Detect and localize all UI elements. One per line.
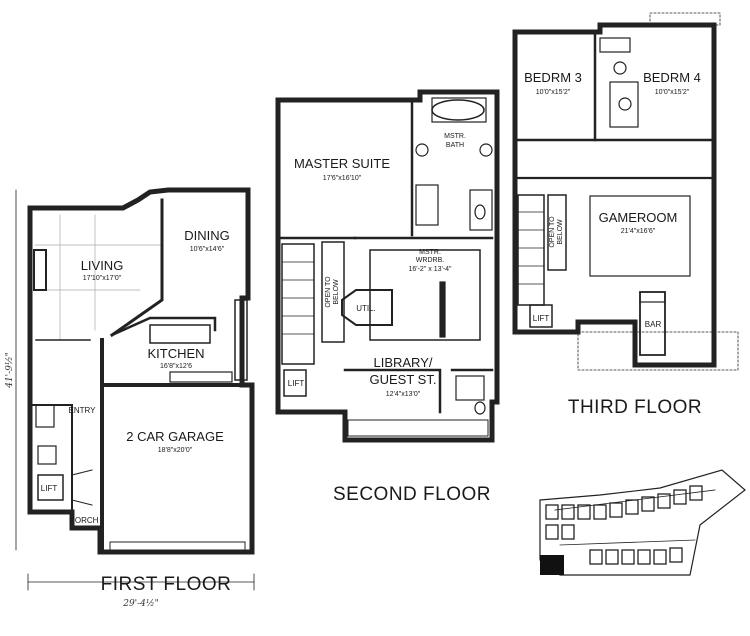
mstr-wrdrb-label-2: WRDRB. [416, 257, 444, 264]
third-floor-plan [512, 12, 739, 371]
library-label-1: LIBRARY/ [373, 355, 432, 370]
living-label: LIVING [81, 258, 124, 273]
third-floor-title: THIRD FLOOR [568, 397, 702, 418]
bedrm4-dimensions: 10'0"x15'2" [655, 89, 690, 96]
gameroom-label: GAMEROOM [599, 210, 678, 225]
garage-dimensions: 18'8"x20'0" [158, 447, 193, 454]
dining-label: DINING [184, 228, 230, 243]
open-to-below-2-line1: OPEN TO [325, 276, 332, 308]
bar-label: BAR [645, 320, 662, 329]
porch-label: PORCH [70, 516, 99, 525]
bedrm3-dimensions: 10'0"x15'2" [536, 89, 571, 96]
gameroom-dimensions: 21'4"x16'6" [621, 228, 656, 235]
mstr-bath-label-1: MSTR. [444, 133, 466, 140]
open-to-below-3-line2: BELOW [557, 219, 564, 245]
util-label: UTIL. [356, 304, 376, 313]
open-to-below-3-line1: OPEN TO [549, 216, 556, 248]
open-to-below-2-line2: BELOW [333, 279, 340, 305]
bedrm3-label: BEDRM 3 [524, 70, 582, 85]
mstr-wrdrb-label-1: MSTR. [419, 249, 441, 256]
kitchen-dimensions: 16'8"x12'6 [160, 363, 192, 370]
entry-label: ENTRY [69, 406, 97, 415]
library-label-2: GUEST ST. [370, 372, 437, 387]
master-suite-label: MASTER SUITE [294, 156, 390, 171]
garage-label: 2 CAR GARAGE [126, 429, 224, 444]
dining-dimensions: 10'6"x14'6" [190, 246, 225, 253]
lift-label-second: LIFT [288, 379, 305, 388]
mstr-wrdrb-dimensions: 16'-2" x 13'-4" [408, 266, 452, 273]
width-dimension: 29'-4½" [122, 598, 159, 609]
lift-label-third: LIFT [533, 314, 550, 323]
mstr-bath-label-2: BATH [446, 142, 464, 149]
site-plan-inset [539, 469, 746, 576]
first-floor-title: FIRST FLOOR [101, 574, 232, 595]
first-floor-plan [15, 187, 255, 591]
lift-label-first: LIFT [41, 484, 58, 493]
bedrm4-label: BEDRM 4 [643, 70, 701, 85]
depth-dimension: 41'-9½" [4, 352, 15, 389]
living-dimensions: 17'10"x17'0" [83, 275, 122, 282]
kitchen-label: KITCHEN [147, 346, 204, 361]
library-dimensions: 12'4"x13'0" [386, 391, 421, 398]
second-floor-title: SECOND FLOOR [333, 484, 491, 505]
second-floor-plan [275, 89, 500, 443]
master-suite-dimensions: 17'6"x16'10" [323, 175, 362, 182]
